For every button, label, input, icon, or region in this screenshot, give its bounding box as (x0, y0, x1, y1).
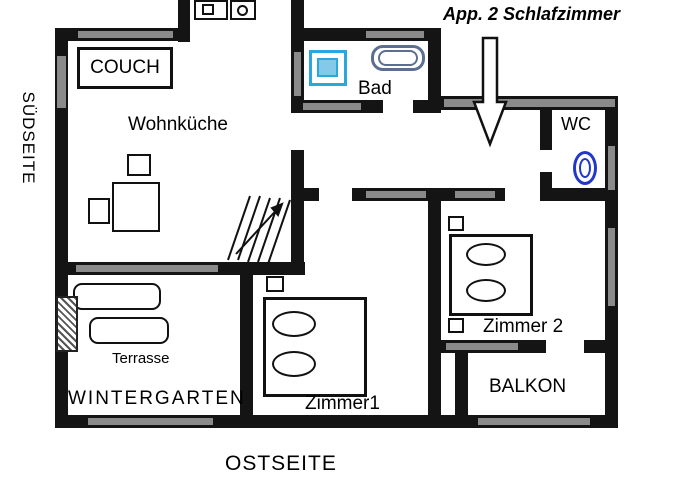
toilet-icon (573, 151, 597, 185)
window-left-wall (57, 56, 66, 108)
masonry-mid-2 (455, 191, 495, 198)
bed-zimmer2 (449, 234, 533, 316)
entrance-door-hatch (56, 296, 78, 352)
nightstand-zimmer2-a (448, 216, 464, 231)
couch: COUCH (77, 47, 173, 89)
pillow-zimmer1-a (272, 311, 316, 337)
stairs-hatch (227, 195, 291, 265)
down-arrow-icon (472, 36, 508, 148)
room-label-wintergarten: WINTERGARTEN (68, 388, 246, 409)
toilet-bowl (579, 158, 591, 178)
side-label-sued: SÜDSEITE (19, 91, 38, 185)
room-label-bad: Bad (358, 78, 392, 99)
kitchen-stove-burner (237, 5, 248, 16)
lounger-terrasse-b (89, 317, 169, 344)
dining-table (112, 182, 160, 232)
wall-kitchen-nook-left (178, 0, 190, 42)
bed-zimmer1 (263, 297, 367, 397)
lounger-terrasse-a (73, 283, 161, 310)
masonry-bad-bottom (303, 103, 361, 110)
kitchen-sink-basin (202, 4, 214, 15)
room-label-balkon: BALKON (489, 376, 567, 397)
window-zimmer2 (608, 228, 615, 306)
window-bottom-balkon (478, 418, 590, 425)
bathtub-inner (378, 50, 418, 66)
window-top-bad (366, 31, 424, 38)
room-label-wohnkueche: Wohnküche (128, 114, 228, 135)
window-top-left (78, 31, 173, 38)
wall-wc-left-a (540, 110, 552, 150)
side-label-ost: OSTSEITE (225, 452, 337, 475)
wall-balkon-left (455, 353, 468, 428)
room-label-wc: WC (561, 114, 591, 134)
masonry-nook-right (294, 52, 301, 96)
room-label-zimmer2: Zimmer 2 (483, 316, 564, 337)
nightstand-zimmer2-b (448, 318, 464, 333)
room-label-terrasse: Terrasse (112, 350, 170, 367)
room-label-zimmer1: Zimmer1 (305, 393, 380, 414)
wall-room-divider (428, 188, 441, 353)
dining-chair-left (88, 198, 110, 224)
masonry-corridor-top (444, 99, 615, 107)
pillow-zimmer2-b (466, 279, 506, 302)
window-wintergarten-top (76, 265, 218, 272)
wall-zimmer1-left (240, 262, 253, 428)
wall-bad-right (428, 28, 441, 113)
masonry-mid-1 (366, 191, 426, 198)
wall-mid-c (540, 188, 618, 201)
pillow-zimmer1-b (272, 351, 316, 377)
wall-zimmer2-bottom-b (584, 340, 618, 353)
masonry-zimmer2-bottom (446, 343, 518, 350)
pillow-zimmer2-a (466, 243, 506, 266)
wall-stairs-right (291, 188, 304, 275)
couch-label: COUCH (90, 57, 160, 78)
dining-chair-top (127, 154, 151, 176)
shower-basin (317, 58, 338, 77)
window-bottom-wintergarten (88, 418, 213, 425)
wall-zimmer1-right-low (428, 353, 441, 428)
apartment-title: App. 2 Schlafzimmer (443, 4, 621, 24)
stairs-direction-arrow (235, 202, 284, 255)
window-wc (608, 146, 615, 190)
wall-bad-bottom-b (413, 100, 441, 113)
nightstand-zimmer1 (266, 276, 284, 292)
